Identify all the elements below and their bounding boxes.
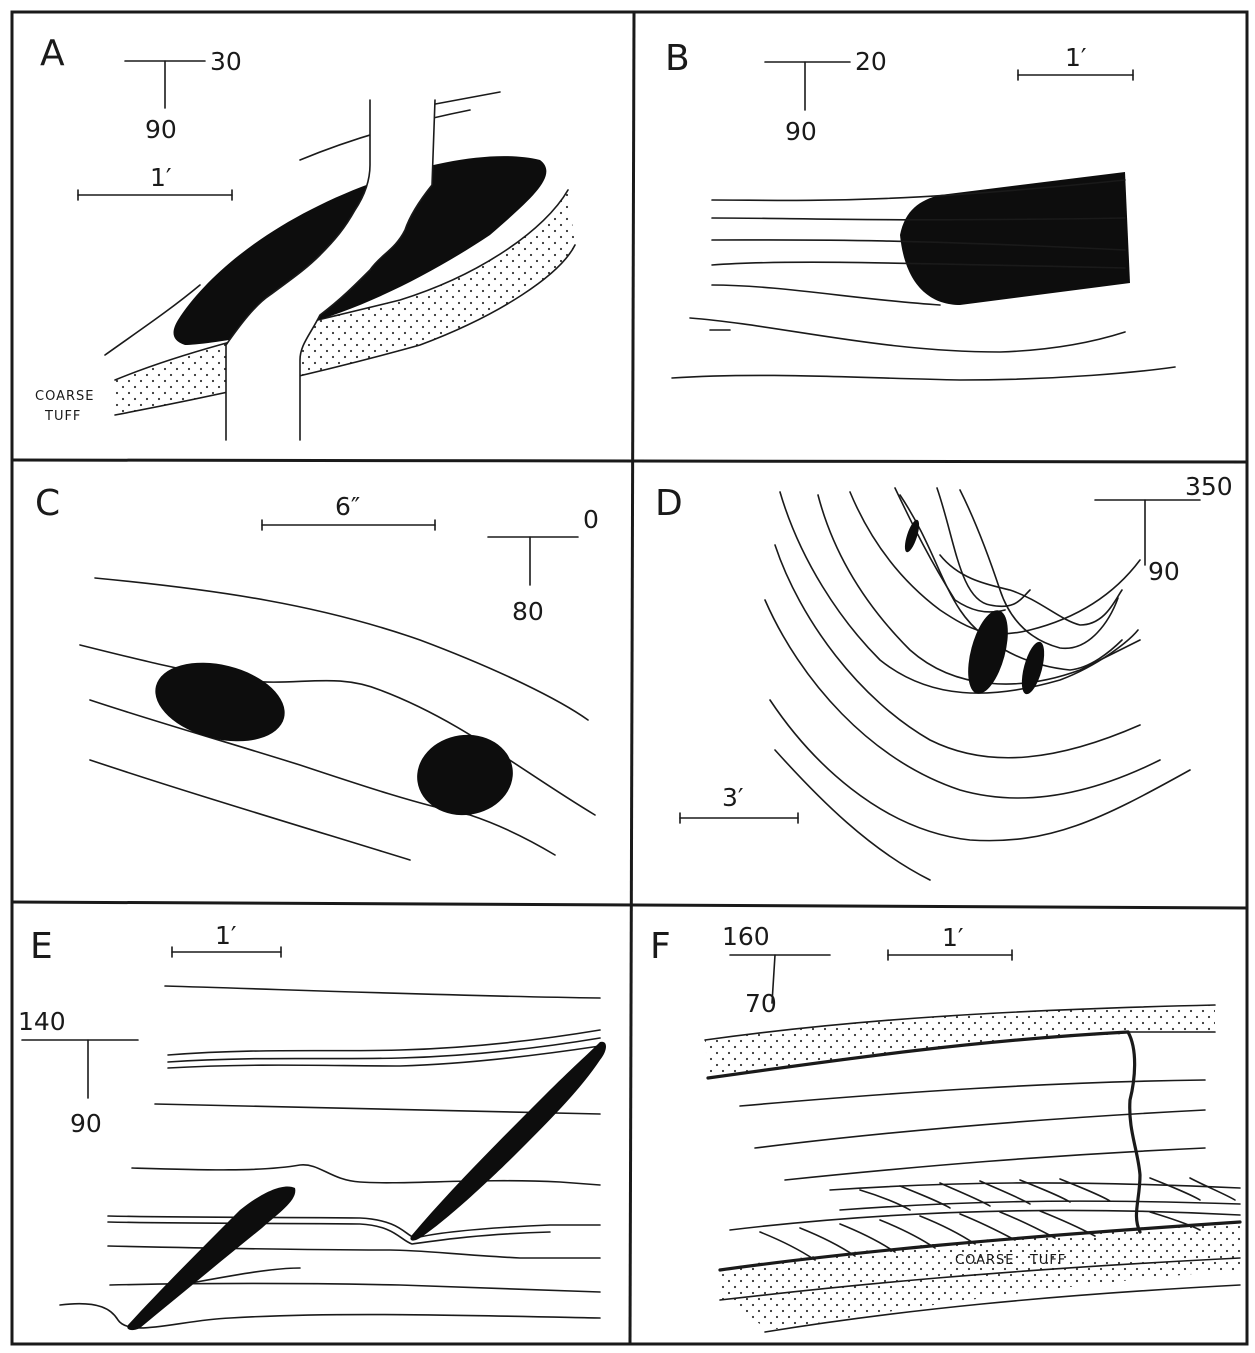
strike-dip-symbol-f: 160 70	[722, 922, 830, 1018]
strike-value-e: 140	[18, 1007, 66, 1036]
panel-c: C 6″ 0 80	[35, 483, 599, 860]
strike-dip-symbol-a: 30 90	[125, 47, 242, 144]
strike-dip-symbol-e: 140 90	[18, 1007, 138, 1138]
strike-value-a: 30	[210, 47, 242, 76]
panel-label-a: A	[40, 33, 65, 74]
panel-d: D 350 90 3′	[655, 472, 1233, 880]
strike-value-c: 0	[583, 505, 599, 534]
dip-value-e: 90	[70, 1109, 102, 1138]
scale-label-e: 1′	[215, 921, 237, 950]
note-coarse-a: COARSE	[35, 389, 94, 404]
scale-bar-e: 1′	[172, 921, 281, 957]
strike-dip-symbol-b: 20 90	[765, 47, 887, 146]
dip-value-d: 90	[1148, 557, 1180, 586]
black-pod-d-medium	[1017, 640, 1048, 697]
scale-bar-d: 3′	[680, 783, 798, 823]
panel-label-f: F	[650, 926, 671, 967]
dip-value-f: 70	[745, 989, 777, 1018]
scale-bar-b: 1′	[1018, 43, 1133, 80]
strike-value-b: 20	[855, 47, 887, 76]
panel-label-d: D	[655, 483, 683, 524]
strike-value-f: 160	[722, 922, 770, 951]
scale-label-c: 6″	[335, 492, 360, 521]
panel-label-c: C	[35, 483, 60, 524]
black-block-b	[900, 172, 1130, 305]
lower-tuff-band-f	[720, 1222, 1240, 1330]
panel-a: A 30 90 1′ COARSE TUFF	[35, 33, 575, 440]
scale-label-b: 1′	[1065, 43, 1087, 72]
panel-e: E 1′ 140 90	[18, 921, 606, 1330]
note-coarse-tuff-f: COARSE TUFF	[955, 1253, 1066, 1268]
scale-bar-c: 6″	[262, 492, 435, 530]
note-tuff-a: TUFF	[44, 409, 81, 424]
black-dike-e-right	[410, 1042, 606, 1241]
scale-label-d: 3′	[722, 783, 744, 812]
panel-label-e: E	[30, 926, 53, 967]
black-nodule-c-right	[412, 729, 518, 822]
scale-bar-a: 1′	[78, 163, 232, 200]
scale-label-f: 1′	[942, 923, 964, 952]
panel-f: F 160 70 1′	[650, 922, 1240, 1332]
scale-bar-f: 1′	[888, 923, 1012, 960]
black-dike-e-left	[127, 1186, 295, 1330]
dip-value-c: 80	[512, 597, 544, 626]
scale-label-a: 1′	[150, 163, 172, 192]
dip-value-a: 90	[145, 115, 177, 144]
strike-value-d: 350	[1185, 472, 1233, 501]
panel-b: B 20 90 1′	[665, 38, 1175, 380]
strike-dip-symbol-c: 0 80	[488, 505, 599, 626]
dip-value-b: 90	[785, 117, 817, 146]
panel-label-b: B	[665, 38, 690, 79]
strike-dip-symbol-d: 350 90	[1095, 472, 1233, 586]
